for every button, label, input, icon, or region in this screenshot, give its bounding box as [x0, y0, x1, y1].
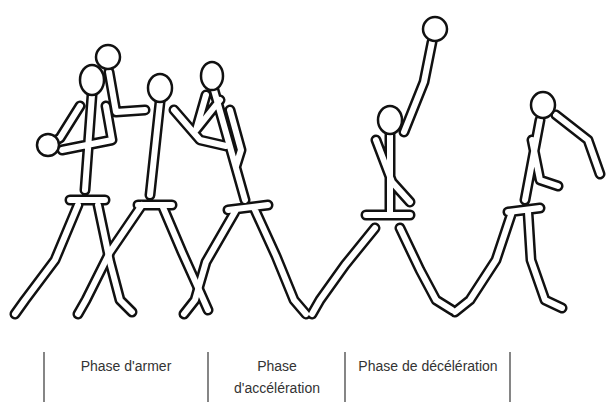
phase-label: Phase d'armer	[51, 355, 201, 377]
phase-label: Phase d'accélération	[214, 355, 340, 399]
phase-label: Phase de décélération	[353, 355, 503, 377]
phase-separators	[44, 352, 510, 402]
thrower-figures	[15, 17, 600, 314]
